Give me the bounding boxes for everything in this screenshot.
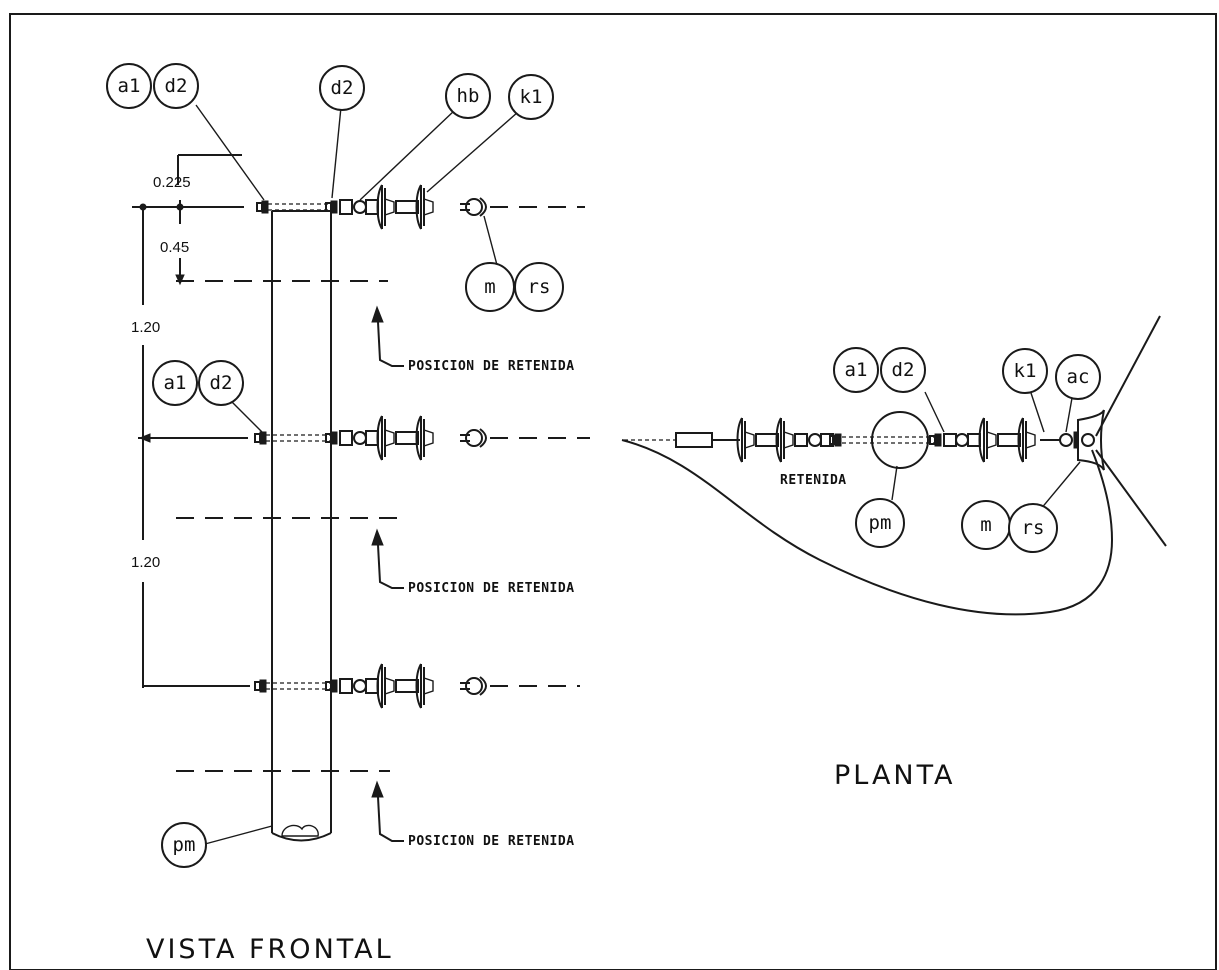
callout-d2-mid: d2 [198, 360, 244, 406]
front-leaders [195, 104, 519, 845]
svg-text:ac: ac [1067, 366, 1090, 388]
svg-text:m: m [484, 276, 495, 298]
guy-arrow-2 [371, 528, 404, 589]
svg-text:rs: rs [528, 276, 551, 298]
svg-text:rs: rs [1022, 517, 1045, 539]
callout-a1-mid: a1 [152, 360, 198, 406]
plan-view-title: PLANTA [834, 760, 955, 791]
svg-text:k1: k1 [520, 86, 543, 108]
svg-text:d2: d2 [165, 75, 188, 97]
front-view: 0.225 0.45 1.20 1.20 POSICION DE RETENID… [106, 63, 590, 965]
callout-a1-plan: a1 [833, 347, 879, 393]
svg-text:d2: d2 [892, 359, 915, 381]
dim-120-upper: 1.20 [131, 319, 160, 336]
guy-loop [621, 439, 1114, 616]
drawing-frame [9, 13, 1217, 970]
callout-d2-plan: d2 [880, 347, 926, 393]
conductor-line-b [1095, 449, 1167, 547]
guy-position-label-2: POSICION DE RETENIDA [408, 581, 575, 596]
callout-a1-top: a1 [106, 63, 152, 109]
plan-insulator-string [736, 409, 1105, 471]
callout-rs-front: rs [514, 262, 564, 312]
angle-clamp [1077, 409, 1105, 471]
dim-120-lower: 1.20 [131, 554, 160, 571]
turnbuckle [675, 432, 713, 448]
callout-pm-front: pm [161, 822, 207, 868]
callout-hb: hb [445, 73, 491, 119]
front-view-title: VISTA FRONTAL [146, 934, 394, 965]
callout-rs-plan: rs [1008, 503, 1058, 553]
insulator-string-top [256, 184, 585, 230]
svg-text:m: m [980, 514, 991, 536]
plan-view: RETENIDA a1 d2 k1 ac pm [621, 315, 1167, 791]
svg-text:pm: pm [173, 834, 196, 856]
svg-text:a1: a1 [845, 359, 868, 381]
guy-position-label-1: POSICION DE RETENIDA [408, 359, 575, 374]
callout-m-front: m [465, 262, 515, 312]
callout-d2-top-right: d2 [319, 65, 365, 111]
dimension-lines [132, 154, 250, 688]
guy-arrow-1 [371, 305, 404, 367]
svg-text:a1: a1 [118, 75, 141, 97]
callout-m-plan: m [961, 500, 1011, 550]
svg-text:pm: pm [869, 512, 892, 534]
svg-text:d2: d2 [210, 372, 233, 394]
callout-ac-plan: ac [1055, 354, 1101, 400]
callout-k1-plan: k1 [1002, 348, 1048, 394]
pole [271, 210, 332, 842]
dim-045: 0.45 [160, 239, 189, 256]
svg-text:a1: a1 [164, 372, 187, 394]
insulator-string-middle [254, 415, 590, 461]
callout-pm-plan: pm [855, 498, 905, 548]
svg-text:k1: k1 [1014, 360, 1037, 382]
callout-k1: k1 [508, 74, 554, 120]
dim-0225: 0.225 [153, 174, 191, 191]
plan-retenida-label: RETENIDA [780, 473, 847, 488]
svg-text:d2: d2 [331, 77, 354, 99]
guy-arrow-3 [371, 780, 404, 842]
callout-d2-top-left: d2 [153, 63, 199, 109]
svg-text:hb: hb [457, 85, 480, 107]
plan-pole-section [871, 411, 929, 469]
conductor-line-a [1095, 315, 1161, 437]
guy-position-label-3: POSICION DE RETENIDA [408, 834, 575, 849]
insulator-string-bottom [254, 663, 580, 709]
plan-leaders [891, 389, 1081, 511]
